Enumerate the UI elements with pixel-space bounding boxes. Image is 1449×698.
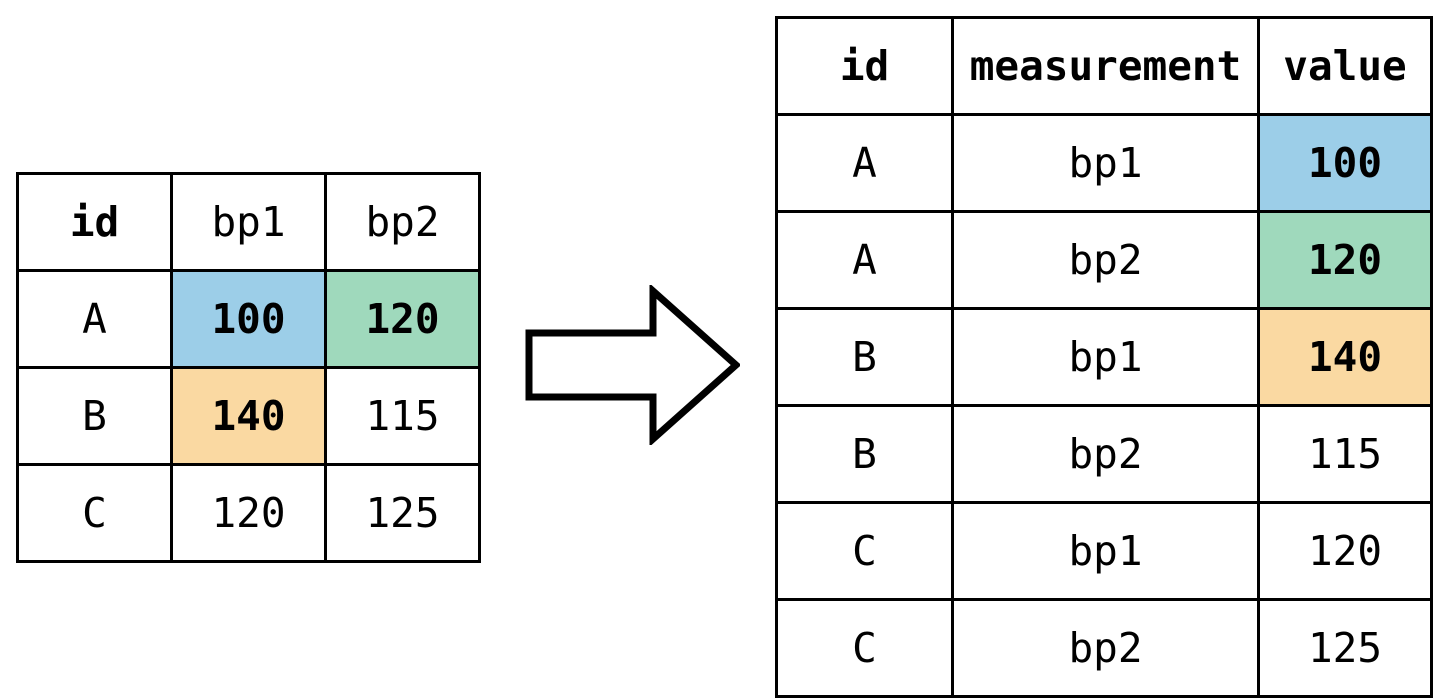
table-row: C bp1 120 xyxy=(775,501,1433,601)
long-cell-value-3: 115 xyxy=(1257,404,1433,504)
long-header-measurement: measurement xyxy=(951,16,1260,116)
long-cell-meas-4: bp1 xyxy=(951,501,1260,601)
long-header-id: id xyxy=(775,16,954,116)
table-header-row: id bp1 bp2 xyxy=(16,172,481,272)
wide-cell-b-bp1: 140 xyxy=(170,366,327,466)
wide-cell-id-a: A xyxy=(16,269,173,369)
long-cell-meas-5: bp2 xyxy=(951,598,1260,698)
table-row: B 140 115 xyxy=(16,366,481,466)
long-cell-id-3: B xyxy=(775,404,954,504)
long-cell-meas-1: bp2 xyxy=(951,210,1260,310)
wide-cell-c-bp1: 120 xyxy=(170,463,327,563)
long-cell-value-1: 120 xyxy=(1257,210,1433,310)
wide-cell-a-bp1: 100 xyxy=(170,269,327,369)
wide-header-id: id xyxy=(16,172,173,272)
long-cell-value-4: 120 xyxy=(1257,501,1433,601)
table-header-row: id measurement value xyxy=(775,16,1433,116)
wide-format-table: id bp1 bp2 A 100 120 B 140 115 C 120 125 xyxy=(16,172,481,563)
long-cell-meas-3: bp2 xyxy=(951,404,1260,504)
table-row: A bp1 100 xyxy=(775,113,1433,213)
table-row: A bp2 120 xyxy=(775,210,1433,310)
long-cell-id-2: B xyxy=(775,307,954,407)
long-cell-meas-2: bp1 xyxy=(951,307,1260,407)
long-cell-value-0: 100 xyxy=(1257,113,1433,213)
table-row: A 100 120 xyxy=(16,269,481,369)
long-cell-value-5: 125 xyxy=(1257,598,1433,698)
long-cell-meas-0: bp1 xyxy=(951,113,1260,213)
long-cell-id-1: A xyxy=(775,210,954,310)
table-row: B bp1 140 xyxy=(775,307,1433,407)
long-cell-id-5: C xyxy=(775,598,954,698)
right-arrow-icon xyxy=(525,283,742,447)
wide-cell-b-bp2: 115 xyxy=(324,366,481,466)
long-format-table: id measurement value A bp1 100 A bp2 120… xyxy=(775,16,1433,698)
wide-cell-a-bp2: 120 xyxy=(324,269,481,369)
table-row: B bp2 115 xyxy=(775,404,1433,504)
table-row: C 120 125 xyxy=(16,463,481,563)
long-cell-value-2: 140 xyxy=(1257,307,1433,407)
wide-cell-c-bp2: 125 xyxy=(324,463,481,563)
wide-cell-id-b: B xyxy=(16,366,173,466)
wide-header-bp2: bp2 xyxy=(324,172,481,272)
table-row: C bp2 125 xyxy=(775,598,1433,698)
long-cell-id-4: C xyxy=(775,501,954,601)
wide-cell-id-c: C xyxy=(16,463,173,563)
long-header-value: value xyxy=(1257,16,1433,116)
wide-header-bp1: bp1 xyxy=(170,172,327,272)
long-cell-id-0: A xyxy=(775,113,954,213)
